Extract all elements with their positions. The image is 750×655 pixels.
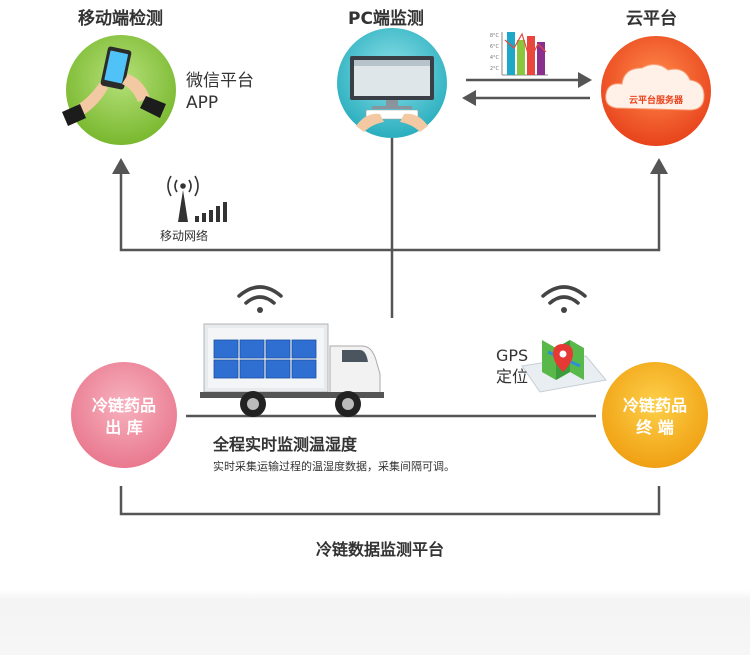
- terminal-label-line2: 终 端: [636, 418, 674, 437]
- cloud-icon: [605, 64, 705, 111]
- cloud-node: [601, 36, 711, 146]
- refrigerated-truck-icon: [200, 323, 384, 417]
- mobile-title: 移动端检测: [78, 9, 163, 29]
- arrow-up-cloud: [650, 158, 668, 174]
- wifi-icon: [541, 285, 587, 313]
- sync-arrows: [462, 72, 592, 106]
- transport-description: 实时采集运输过程的温湿度数据，采集间隔可调。: [213, 460, 455, 473]
- gps-map-icon: [521, 340, 607, 393]
- gps-label-line2: 定位: [496, 367, 529, 386]
- chart-tick-label: 6°C: [490, 44, 500, 50]
- chart-tick-label: 8°C: [490, 33, 500, 39]
- truck-wheel: [240, 391, 266, 417]
- gps-label: GPS 定位: [496, 345, 528, 387]
- monitor-icon: [350, 56, 434, 132]
- mobile-node: [62, 35, 176, 145]
- terminal-label: 冷链药品 终 端: [602, 395, 708, 439]
- pc-node: [337, 28, 447, 138]
- mobile-caption-line2: APP: [186, 93, 219, 113]
- phone-hands-icon: [62, 46, 166, 126]
- warehouse-label-line2: 出 库: [105, 418, 143, 437]
- pc-title: PC端监测: [348, 9, 424, 29]
- arrow-up-mobile: [112, 158, 130, 174]
- cloud-server-badge: 云平台服务器: [628, 96, 683, 106]
- gps-label-line1: GPS: [496, 346, 529, 365]
- truck-wheel: [335, 391, 361, 417]
- transport-heading: 全程实时监测温湿度: [213, 435, 358, 454]
- mobile-caption: 微信平台 APP: [186, 70, 254, 114]
- wifi-icon: [237, 285, 283, 313]
- chart-tick-label: 2°C: [490, 66, 500, 72]
- platform-label: 冷链数据监测平台: [316, 540, 445, 559]
- network-bus-line: [119, 168, 661, 252]
- signal-bars-icon: [195, 202, 227, 222]
- warehouse-node: [71, 362, 177, 468]
- platform-bracket-line: [119, 486, 661, 516]
- terminal-node: [602, 362, 708, 468]
- warehouse-label: 冷链药品 出 库: [71, 395, 177, 439]
- arrowheads: [112, 158, 668, 174]
- cloud-title: 云平台: [626, 9, 677, 29]
- temperature-chart-icon: 8°C 6°C 4°C 2°C: [490, 32, 548, 76]
- mobile-caption-line1: 微信平台: [186, 71, 254, 91]
- network-label: 移动网络: [160, 229, 209, 243]
- antenna-icon: [167, 175, 199, 222]
- chart-tick-label: 4°C: [490, 55, 500, 61]
- warehouse-label-line1: 冷链药品: [91, 396, 156, 415]
- terminal-label-line1: 冷链药品: [622, 396, 687, 415]
